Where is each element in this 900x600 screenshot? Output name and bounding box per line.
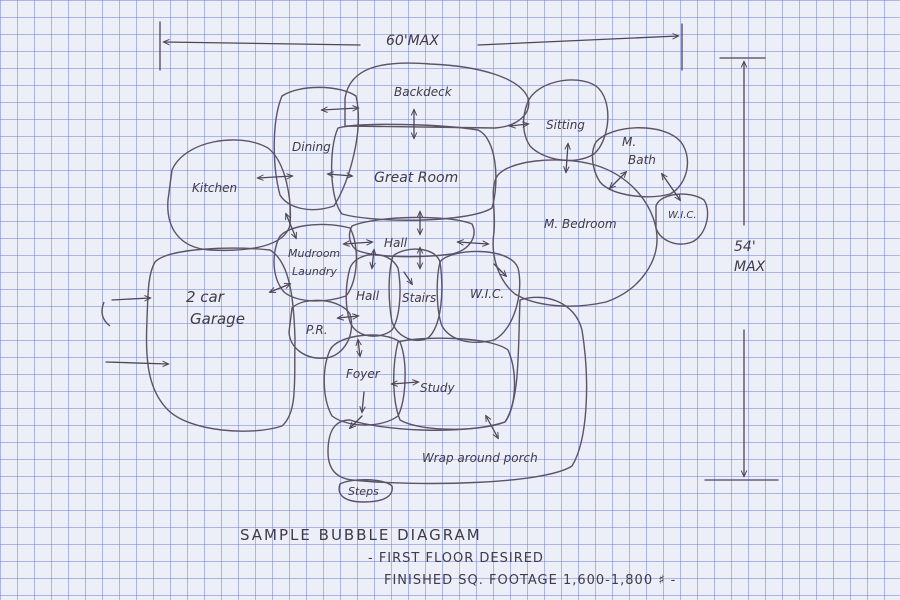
caption-line-1: - FIRST FLOOR DESIRED	[368, 551, 544, 566]
garage-label-line1: 2 car	[186, 288, 224, 306]
great-room-bubble	[330, 123, 497, 221]
depth-dimension-unit: MAX	[734, 259, 766, 275]
master-bath-label-line1: M.	[622, 135, 637, 149]
hall-lower-label: Hall	[356, 289, 380, 303]
kitchen-label: Kitchen	[192, 181, 238, 195]
lower-hall-bubble	[345, 253, 401, 337]
sitting-bubble	[522, 79, 609, 162]
back-deck-label: Backdeck	[394, 85, 452, 99]
powder-room-bubble	[288, 299, 353, 359]
depth-dimension	[704, 57, 779, 481]
foyer-label: Foyer	[346, 367, 380, 381]
wic-label: W.I.C.	[470, 287, 505, 301]
study-label: Study	[420, 381, 455, 395]
depth-dimension-value: 54'	[734, 239, 756, 255]
sitting-label: Sitting	[546, 118, 585, 132]
steps-label: Steps	[348, 485, 379, 498]
mudroom-label: Mudroom	[288, 247, 341, 260]
width-dimension	[159, 21, 683, 71]
powder-room-label: P.R.	[306, 323, 328, 337]
dining-label: Dining	[292, 140, 331, 154]
diagram-title: SAMPLE BUBBLE DIAGRAM	[240, 526, 482, 544]
back-deck-bubble	[344, 62, 530, 129]
garage-bubble	[145, 247, 296, 432]
steps-bubble	[338, 479, 393, 503]
stairs-label: Stairs	[402, 291, 437, 305]
porch-bubble	[327, 296, 588, 485]
garage-label-line2: Garage	[190, 310, 245, 328]
kitchen-bubble	[167, 139, 292, 252]
circulation-arrows	[105, 108, 680, 438]
hall-bubble	[348, 216, 475, 258]
master-wic-label: W.I.C.	[668, 210, 697, 221]
width-dimension-label: 60'MAX	[386, 33, 439, 49]
master-bedroom-bubble	[492, 159, 658, 307]
master-bedroom-label: M. Bedroom	[544, 217, 617, 231]
laundry-label: Laundry	[292, 265, 337, 278]
wic-bubble	[436, 250, 521, 344]
hall-upper-label: Hall	[384, 236, 408, 250]
great-room-label: Great Room	[374, 170, 459, 186]
master-bath-label-line2: Bath	[628, 153, 656, 167]
mudroom-laundry-bubble	[273, 223, 358, 302]
garage-entry-curve	[101, 301, 111, 327]
dining-bubble	[273, 86, 360, 211]
caption-line-2: FINISHED SQ. FOOTAGE 1,600-1,800 ♯ -	[384, 573, 677, 588]
porch-label: Wrap around porch	[422, 451, 538, 465]
